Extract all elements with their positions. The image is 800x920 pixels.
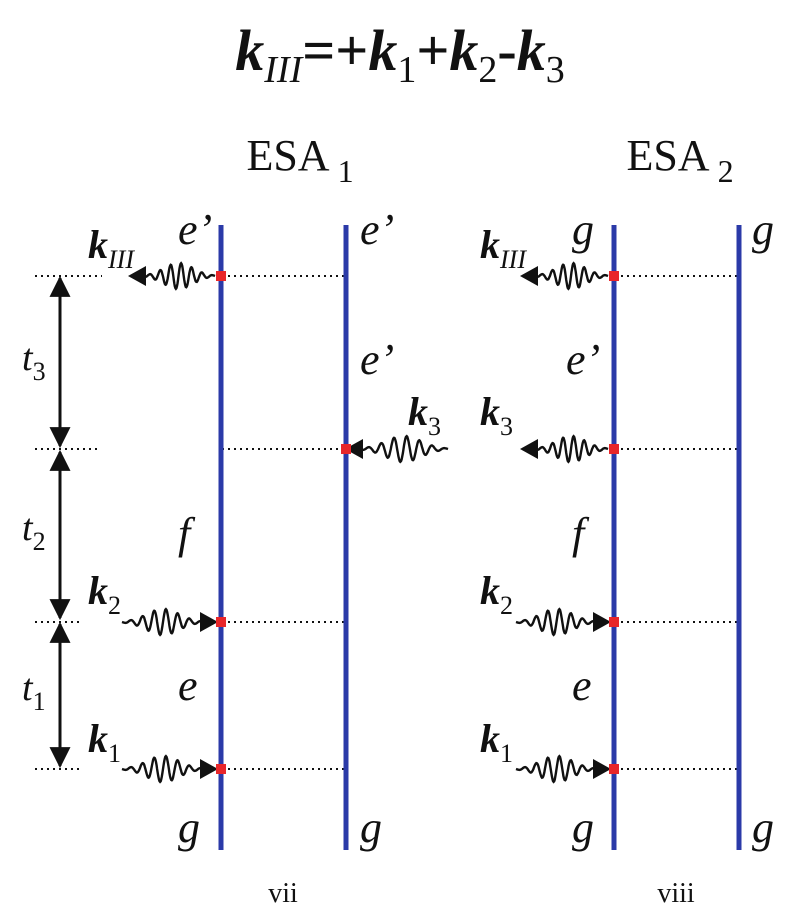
- vertex-kIII-esa1: [216, 271, 226, 281]
- pulse-label-k1-esa2: k1: [480, 716, 513, 768]
- state-label-esa1-left-top: e’: [178, 205, 212, 254]
- pulse-label-k3-esa2: k3: [480, 389, 513, 441]
- state-label-esa2-right-bottom: g: [752, 803, 774, 852]
- state-lines: [218, 225, 742, 850]
- wave-kIII-esa2-head: [520, 266, 538, 286]
- state-label-esa2-left-top: g: [572, 205, 594, 254]
- state-label-esa1-right-mid: e’: [360, 335, 394, 384]
- state-label-esa2-left-bottom: g: [572, 803, 594, 852]
- state-label-esa2-e: e: [572, 661, 592, 710]
- caption-esa2: viii: [657, 878, 695, 909]
- equation-title: kIII=+k1+k2-k3: [235, 18, 564, 91]
- wave-k2-esa2-head: [593, 612, 611, 632]
- state-label-esa2-right-top: g: [752, 205, 774, 254]
- state-label-esa1-right-top: e’: [360, 205, 394, 254]
- vertex-k2-esa2: [609, 617, 619, 627]
- wave-k2-esa2: [515, 607, 598, 637]
- time-axis: t3 t2 t1: [22, 275, 71, 769]
- wave-k3-esa2: [533, 434, 609, 464]
- state-label-esa2-left-mid: e’: [566, 335, 600, 384]
- vertices: [216, 271, 619, 774]
- state-label-esa1-e: e: [178, 661, 198, 710]
- wave-k2-esa1-head: [200, 612, 218, 632]
- wave-k3-esa2-head: [520, 439, 538, 459]
- wave-k1-esa1-head: [200, 759, 218, 779]
- pulse-arrows: [121, 261, 611, 784]
- wave-k1-esa1: [121, 754, 205, 784]
- wave-k3-esa1: [358, 434, 449, 464]
- pulse-label-kIII-esa1: kIII: [88, 222, 135, 274]
- pulse-label-kIII-esa2: kIII: [480, 222, 527, 274]
- vertex-k3-esa1: [341, 444, 351, 454]
- pulse-label-k3-esa1: k3: [408, 389, 441, 441]
- wave-kIII-esa1: [141, 261, 216, 291]
- state-label-esa1-left-bottom: g: [178, 803, 200, 852]
- vertex-k3-esa2: [609, 444, 619, 454]
- caption-esa1: vii: [268, 878, 298, 909]
- vertex-kIII-esa2: [609, 271, 619, 281]
- pulse-label-k2-esa2: k2: [480, 568, 513, 620]
- vertex-k1-esa1: [216, 764, 226, 774]
- vertex-k1-esa2: [609, 764, 619, 774]
- wave-k2-esa1: [121, 607, 205, 637]
- wave-kIII-esa2: [533, 261, 609, 291]
- wave-k3-esa1-head: [345, 439, 363, 459]
- t1-label: t1: [22, 667, 46, 716]
- wave-kIII-esa1-head: [128, 266, 146, 286]
- t3-label: t3: [22, 337, 46, 386]
- pulse-label-k2-esa1: k2: [88, 568, 121, 620]
- t2-label: t2: [22, 507, 46, 556]
- wave-k1-esa2-head: [593, 759, 611, 779]
- wave-k1-esa2: [515, 754, 598, 784]
- state-label-esa1-f: f: [178, 509, 196, 558]
- state-label-esa2-f: f: [572, 509, 590, 558]
- state-label-esa1-right-bottom: g: [360, 803, 382, 852]
- vertex-k2-esa1: [216, 617, 226, 627]
- pulse-label-k1-esa1: k1: [88, 716, 121, 768]
- dotted-guides: [35, 275, 738, 770]
